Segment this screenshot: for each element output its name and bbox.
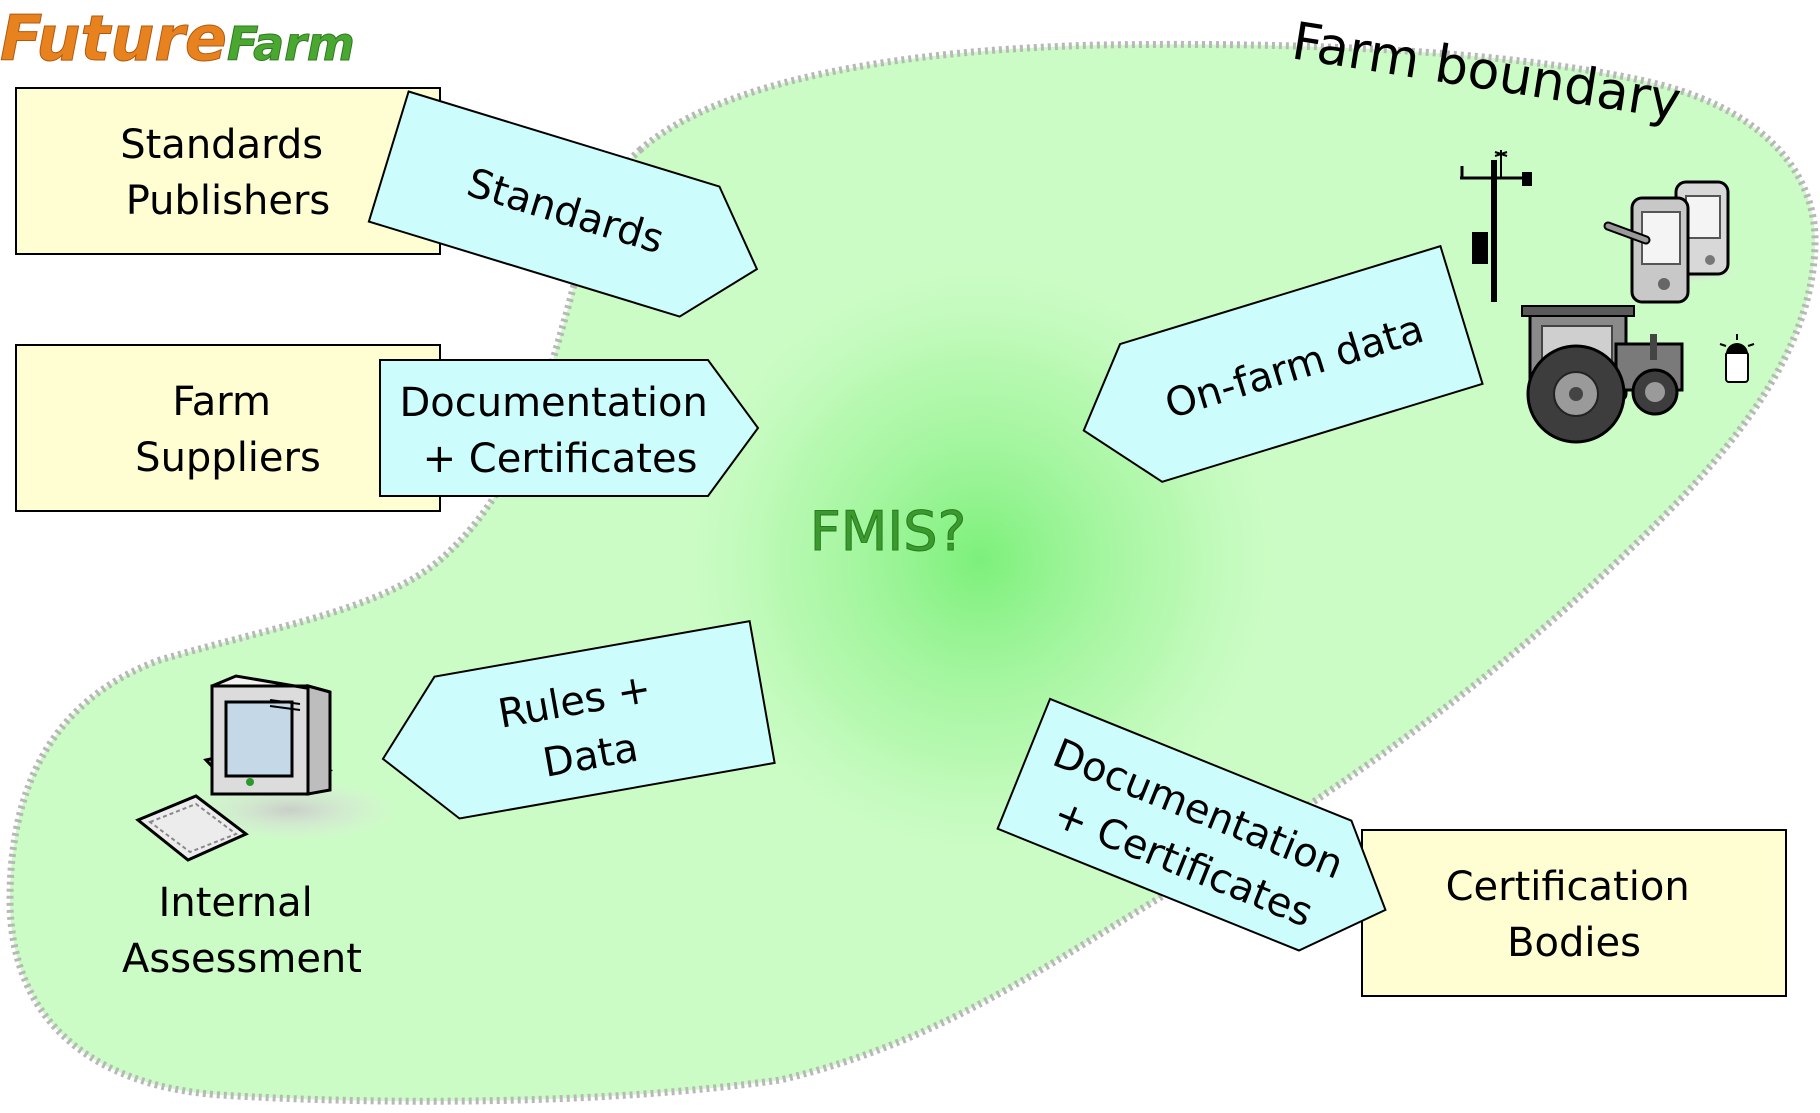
farm-suppliers-label: Farm Suppliers bbox=[135, 379, 321, 481]
fmis-label: FMIS? bbox=[810, 500, 967, 563]
standards-publishers-label: Standards Publishers bbox=[120, 122, 336, 224]
certification-bodies-box bbox=[1361, 829, 1787, 997]
logo-future: Future bbox=[0, 2, 227, 75]
weather-station-icon bbox=[1460, 150, 1532, 302]
standards-arrow: Standards bbox=[367, 90, 759, 318]
computer-icon bbox=[135, 674, 400, 862]
supplier-docs-arrow: Documentation + Certificates bbox=[379, 359, 760, 497]
logo-farm: Farm bbox=[227, 17, 355, 71]
rules-data-arrow: Rules + Data bbox=[381, 619, 776, 820]
supplier-docs-label: Documentation + Certificates bbox=[399, 380, 720, 482]
onfarm-data-arrow: On-farm data bbox=[1082, 244, 1484, 483]
sensor-icon bbox=[1719, 334, 1755, 383]
logo: FutureFarm bbox=[0, 2, 355, 75]
farm-suppliers-box bbox=[15, 344, 441, 512]
standards-publishers-box bbox=[15, 87, 441, 255]
internal-assessment-label: Internal Assessment bbox=[122, 880, 362, 982]
pda-device-icon bbox=[1603, 180, 1740, 304]
certification-bodies-label: Certification Bodies bbox=[1446, 864, 1703, 966]
tractor-icon bbox=[1521, 305, 1684, 444]
